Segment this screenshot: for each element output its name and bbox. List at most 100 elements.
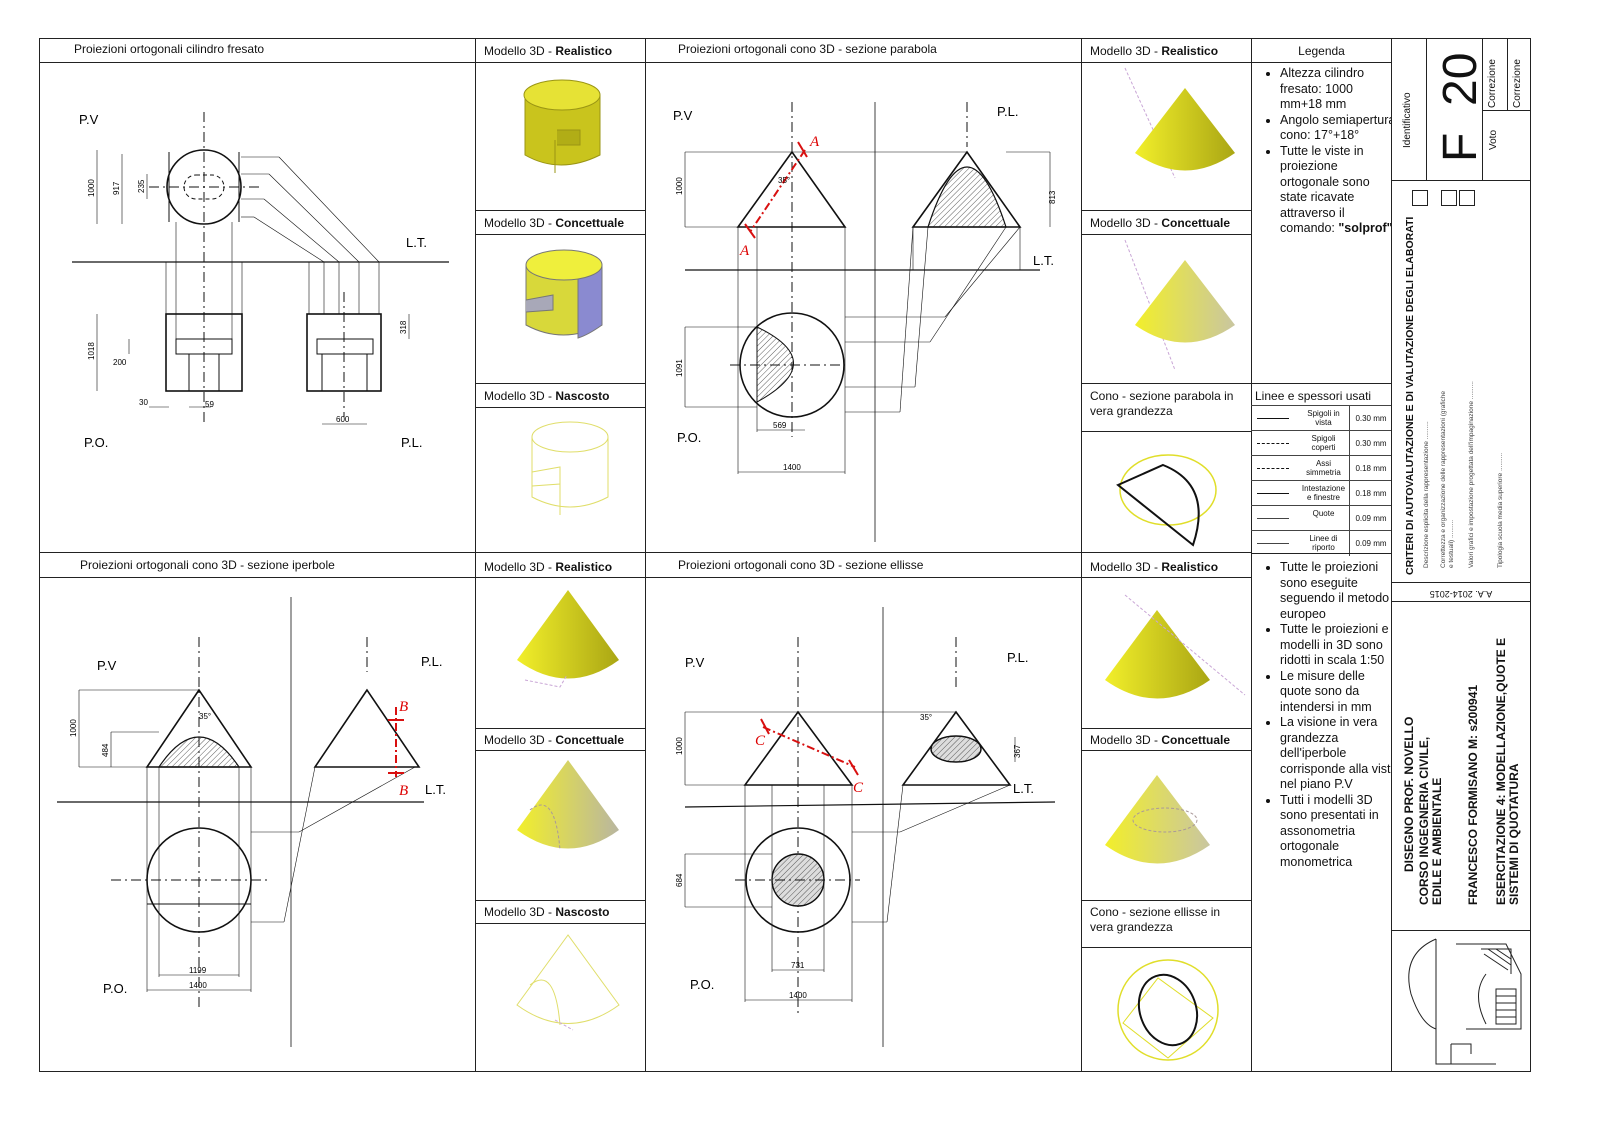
plane-po: P.O.: [690, 977, 714, 992]
legend-item: Tutte le proiezioni e i modelli in 3D so…: [1280, 622, 1398, 669]
divider: [1391, 582, 1531, 583]
correzione-label: Correzione: [1512, 59, 1523, 108]
legend-list-bottom: Tutte le proiezioni sono eseguite seguen…: [1262, 560, 1398, 870]
divider: [475, 923, 646, 924]
panel-ellipse: [645, 552, 1082, 1072]
model-caption: Modello 3D - Concettuale: [1090, 216, 1231, 230]
model-caption: Modello 3D - Nascosto: [484, 389, 610, 403]
panel-parabola: [645, 38, 1082, 553]
plane-lt: L.T.: [406, 235, 427, 250]
panel-title-hyperbola: Proiezioni ortogonali cono 3D - sezione …: [80, 558, 335, 572]
true-size-caption: Cono - sezione ellisse in vera grandezza: [1090, 905, 1221, 934]
panel-title-parabola: Proiezioni ortogonali cono 3D - sezione …: [678, 42, 937, 56]
dim-label: 813: [1048, 190, 1057, 204]
cone-realistic-model: [1124, 67, 1235, 179]
dim-label: 1000: [675, 177, 684, 195]
plane-lt: L.T.: [1033, 253, 1054, 268]
cone-conceptual-model: [1124, 239, 1235, 371]
plane-pv: P.V: [97, 658, 117, 673]
model-caption: Modello 3D - Concettuale: [1090, 733, 1231, 747]
divider: [1081, 577, 1252, 578]
parabola-drawing: A A 35° 1000 813 1091 569 1400 P.V P.L. …: [673, 102, 1057, 542]
divider: [1081, 750, 1252, 751]
divider: [1482, 38, 1483, 180]
correzione-label: Correzione: [1487, 59, 1498, 108]
model-caption: Modello 3D - Realistico: [484, 44, 613, 58]
panel-header-line: [39, 577, 476, 578]
checkbox[interactable]: [1412, 190, 1428, 206]
panel-header-line: [645, 62, 1082, 63]
divider: [1251, 553, 1392, 554]
legend-item: Le misure delle quote sono da intendersi…: [1280, 669, 1398, 716]
section-mark-c: C: [755, 733, 766, 749]
dim-label: 600: [336, 415, 350, 424]
dim-label: 484: [101, 743, 110, 757]
legend-item: Tutti i modelli 3D sono presentati in as…: [1280, 793, 1398, 871]
divider: [1081, 431, 1252, 432]
dim-label: 30: [139, 398, 148, 407]
legend-item: Altezza cilindro fresato: 1000 mm+18 mm: [1280, 66, 1398, 113]
checkbox[interactable]: [1459, 190, 1475, 206]
dim-label: 318: [399, 320, 408, 334]
cylinder-dim-labels: 1000 917 235 1018 200 318 30 59 600: [87, 179, 408, 424]
dim-label: 1400: [783, 463, 801, 472]
dim-label: 59: [205, 400, 214, 409]
plane-pv: P.V: [79, 112, 99, 127]
dim-label: 1018: [87, 342, 96, 360]
dim-label: 200: [113, 358, 127, 367]
panel-title-cylinder: Proiezioni ortogonali cilindro fresato: [74, 42, 265, 56]
divider: [1251, 62, 1392, 63]
dim-label: 684: [675, 873, 684, 887]
dim-label: 1199: [189, 966, 207, 975]
divider: [1426, 38, 1427, 180]
voto-label: Voto: [1488, 129, 1499, 150]
legend-item: Angolo semiapertura cono: 17°+18°: [1280, 113, 1398, 144]
lines-title: Linee e spessori usati: [1255, 389, 1372, 403]
checkbox[interactable]: [1441, 190, 1457, 206]
dim-label: 1000: [675, 737, 684, 755]
dim-label: 1000: [69, 719, 78, 737]
panel-header-line: [39, 62, 476, 63]
dim-label: 1091: [675, 359, 684, 377]
angle-label: 35°: [920, 713, 932, 722]
model-caption: Modello 3D - Realistico: [1090, 560, 1219, 574]
plane-po: P.O.: [103, 981, 127, 996]
legend-list-top: Altezza cilindro fresato: 1000 mm+18 mm …: [1262, 66, 1398, 237]
section-mark-b: B: [399, 783, 408, 799]
divider: [475, 210, 646, 211]
id-number: 20: [1434, 52, 1487, 106]
divider: [475, 577, 646, 578]
section-mark-b: B: [399, 699, 408, 715]
plane-lt: L.T.: [425, 782, 446, 797]
divider: [1482, 110, 1531, 111]
panel-header-line: [645, 577, 1082, 578]
model-caption: Modello 3D - Concettuale: [484, 733, 625, 747]
divider: [1391, 180, 1531, 181]
divider: [1391, 601, 1531, 602]
year-label: A.A. 2014-2015: [1429, 589, 1493, 599]
dim-label: 917: [112, 181, 121, 195]
parabola-true-size: [1116, 454, 1217, 547]
dim-label: 731: [791, 961, 805, 970]
divider: [475, 407, 646, 408]
divider: [1081, 947, 1252, 948]
model-caption: Modello 3D - Concettuale: [484, 216, 625, 230]
model-caption: Modello 3D - Realistico: [1090, 44, 1219, 58]
angle-label: 35°: [199, 712, 211, 721]
criteri-item: Valori grafici e impostazione progettata…: [1468, 381, 1475, 568]
legend-item: La visione in vera grandezza dell'iperbo…: [1280, 715, 1398, 793]
dim-label: 235: [137, 179, 146, 193]
legend-item: Tutte le proiezioni sono eseguite seguen…: [1280, 560, 1398, 622]
cone-conceptual-model: [1105, 775, 1210, 864]
divider: [1081, 210, 1252, 211]
divider: [1391, 930, 1531, 931]
criteri-item: Descrizione esplicita della rappresentaz…: [1423, 421, 1430, 568]
panel-hyperbola: [39, 552, 476, 1072]
exercise-title: ESERCITAZIONE 4: MODELLAZIONE,QUOTE E SI…: [1494, 637, 1521, 905]
panel-title-ellipse: Proiezioni ortogonali cono 3D - sezione …: [678, 558, 924, 572]
